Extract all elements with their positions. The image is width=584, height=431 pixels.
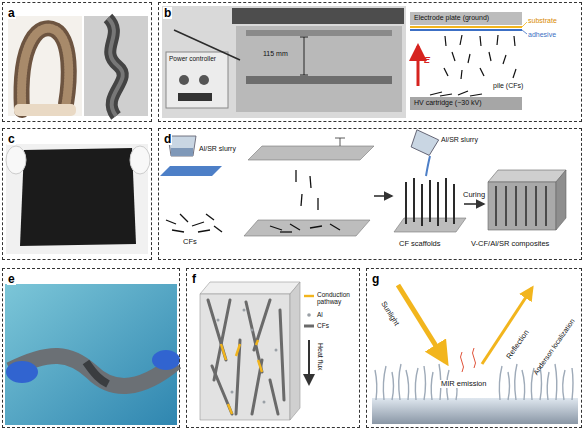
figure-label: Al <box>317 311 323 318</box>
figure-label: Al/SR slurry <box>440 136 479 144</box>
figure-label: Al/SR slurry <box>198 145 237 153</box>
panel-letter: c <box>7 133 16 145</box>
panel-frame: a <box>2 2 152 122</box>
panel-letter: a <box>7 7 16 19</box>
panel-letter: e <box>7 273 16 285</box>
figure-label: CFs <box>182 238 198 246</box>
panel-letter: d <box>163 133 172 145</box>
figure-label: V-CF/Al/SR composites <box>470 240 550 248</box>
figure-label: pile (CFs) <box>492 82 524 90</box>
panel-letter: g <box>371 273 380 285</box>
panel-frame: c <box>2 128 152 260</box>
figure-label: adhesive <box>528 31 556 39</box>
figure-label: Conduction pathway <box>317 291 357 305</box>
figure-label: CFs <box>317 322 329 329</box>
panel-frame: e <box>2 268 180 428</box>
figure-label: Reflection <box>505 329 531 361</box>
figure-label: Curing <box>462 191 486 199</box>
panel-frame: b <box>158 2 582 122</box>
figure-label: E <box>424 56 430 66</box>
figure-label: CF scaffolds <box>398 240 442 248</box>
figure-label: Sunlight <box>379 300 400 327</box>
panel-letter: b <box>163 7 172 19</box>
figure-label: substrate <box>528 17 557 25</box>
panel-letter: f <box>191 273 197 285</box>
figure-label: Heat flux <box>316 343 324 371</box>
figure-label: Power controller <box>168 55 217 62</box>
figure-label: 115 mm <box>262 50 289 58</box>
figure-label: Electrode plate (ground) <box>414 14 489 22</box>
figure-label: MIR emission <box>440 380 487 388</box>
figure-label: HV cartridge (−30 kV) <box>414 99 482 107</box>
figure-label: Anderson localization <box>532 317 576 376</box>
